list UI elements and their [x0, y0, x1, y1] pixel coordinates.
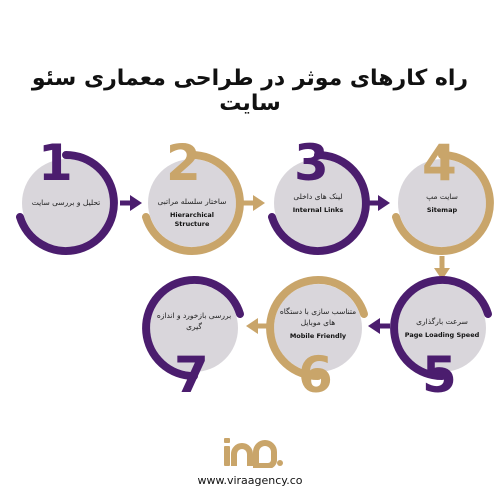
step-ring — [390, 276, 492, 380]
step-number-4: 4 — [422, 134, 457, 192]
step-title-fa: متناسب سازی با دستگاه های موبایل — [279, 307, 357, 328]
step-ring — [392, 151, 494, 255]
step-2: ساختار سلسله مراتبی Hierarchical Structu… — [138, 149, 246, 257]
step-number-1: 1 — [38, 134, 73, 192]
step-3: لینک های داخلی Internal Links — [264, 149, 372, 257]
step-title-en: Internal Links — [292, 205, 344, 214]
step-number-3: 3 — [294, 134, 329, 192]
step-5: سرعت بارگذاری Page Loading Speed — [388, 274, 496, 382]
vira-logo — [224, 438, 283, 468]
arrow-6-7 — [246, 318, 268, 334]
step-title-fa: سرعت بارگذاری — [416, 316, 468, 326]
step-title-fa: بررسی بازخورد و اندازه گیری — [156, 311, 232, 331]
step-7: بررسی بازخورد و اندازه گیری — [140, 274, 248, 382]
step-title-en: Sitemap — [426, 205, 458, 214]
step-ring — [142, 151, 244, 255]
arrow-4-5 — [434, 256, 450, 280]
page-title: راه کارهای موثر در طراحی معماری سئو سایت — [31, 66, 469, 116]
step-title-fa: سایت مپ — [426, 191, 458, 201]
step-1: تحلیل و بررسی سایت — [12, 149, 120, 257]
step-title-fa: لینک های داخلی — [293, 191, 343, 201]
step-title-en: Page Loading Speed — [404, 330, 480, 339]
step-title-en: Hierarchical Structure — [169, 211, 215, 228]
step-ring — [268, 151, 370, 255]
arrow-5-6 — [368, 318, 390, 334]
step-number-7: 7 — [174, 346, 209, 404]
step-title-fa: ساختار سلسله مراتبی — [157, 197, 227, 207]
step-title-fa: تحلیل و بررسی سایت — [31, 197, 101, 207]
step-4: سایت مپ Sitemap — [388, 149, 496, 257]
arrow-1-2 — [120, 195, 142, 211]
step-6: متناسب سازی با دستگاه های موبایل Mobile … — [264, 274, 372, 382]
step-ring — [266, 276, 368, 380]
step-title-en: Mobile Friendly — [289, 331, 347, 340]
step-ring — [16, 151, 118, 255]
step-number-6: 6 — [298, 346, 333, 404]
website-url[interactable]: www.viraagency.co — [197, 474, 303, 487]
step-ring — [142, 276, 244, 380]
step-number-5: 5 — [422, 346, 457, 404]
step-number-2: 2 — [166, 134, 201, 192]
